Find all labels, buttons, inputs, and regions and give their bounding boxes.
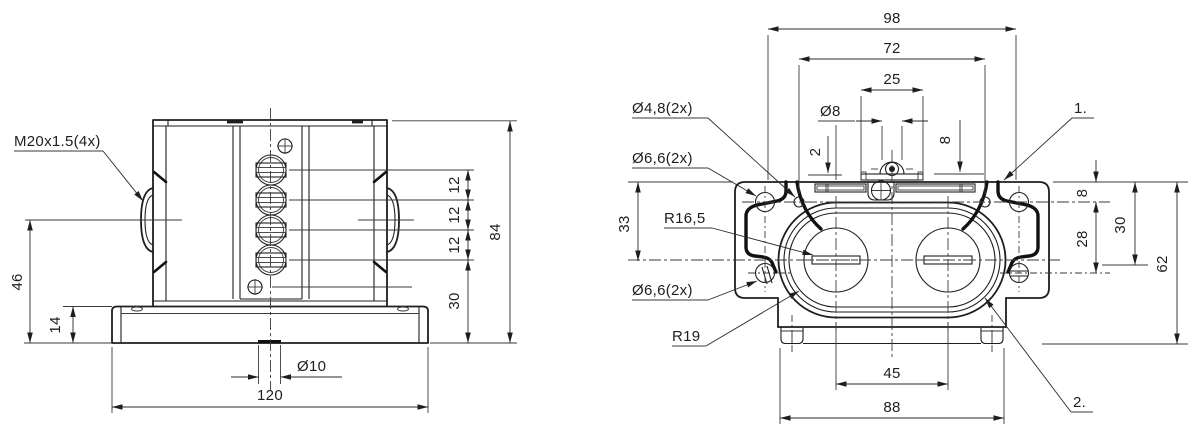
terminal-2 <box>255 184 287 216</box>
front-view-dimensions: M20x1.5(4x) 46 14 12 12 12 30 84 Ø10 120 <box>9 120 517 413</box>
dim-12-label-1: 12 <box>446 176 463 193</box>
dim-25-label: 25 <box>883 71 900 88</box>
dim-30-label: 30 <box>446 292 463 309</box>
foot-right <box>980 327 1004 345</box>
front-view: M20x1.5(4x) 46 14 12 12 12 30 84 Ø10 120 <box>9 108 517 413</box>
callout-2: 2. <box>1073 394 1086 411</box>
label-hole-66-top: Ø6,6(2x) <box>632 150 693 167</box>
terminal-3 <box>255 214 287 246</box>
dim-72-label: 72 <box>883 40 900 57</box>
dim-8-right-label: 8 <box>1074 189 1091 198</box>
foot-left <box>780 327 804 345</box>
label-hole-48: Ø4,8(2x) <box>632 100 693 117</box>
dim-12-label-3: 12 <box>446 236 463 253</box>
lid-parting-mark <box>227 120 243 124</box>
dim-14-label: 14 <box>47 316 64 333</box>
terminal-1 <box>255 154 287 186</box>
vent-slot-left <box>814 183 867 193</box>
dim-46-label: 46 <box>9 273 26 290</box>
dim-45-label: 45 <box>883 365 900 382</box>
thread-label: M20x1.5(4x) <box>14 133 101 150</box>
dim-8-top-label: 8 <box>937 136 954 145</box>
dim-120-label: 120 <box>257 387 283 404</box>
front-body-outline <box>152 119 388 307</box>
dim-62-label: 62 <box>1154 255 1171 272</box>
top-view-dimensions: 98 72 25 Ø8 2 8 33 8 28 30 62 45 88 Ø4,8… <box>616 10 1188 424</box>
front-view-geometry <box>111 108 429 390</box>
dim-28-label: 28 <box>1074 230 1091 247</box>
callout-1: 1. <box>1074 100 1087 117</box>
top-view: 98 72 25 Ø8 2 8 33 8 28 30 62 45 88 Ø4,8… <box>616 10 1188 424</box>
vent-slot-right <box>895 183 976 193</box>
label-r19: R19 <box>672 328 700 345</box>
lid-screw-top <box>277 138 293 154</box>
label-hole-66-bottom: Ø6,6(2x) <box>632 282 693 299</box>
top-view-geometry <box>628 150 1110 358</box>
dim-30-right-label: 30 <box>1112 216 1129 233</box>
label-r165: R16,5 <box>664 210 706 227</box>
dim-d10-label: Ø10 <box>297 358 326 375</box>
lid-parting-mark <box>352 120 363 124</box>
dim-2-label: 2 <box>807 148 824 157</box>
dim-88-label: 88 <box>883 399 900 416</box>
dim-d8-label: Ø8 <box>820 103 841 120</box>
terminal-4 <box>255 244 287 276</box>
cover-screw <box>870 180 892 201</box>
lid-screw-bottom <box>247 279 263 295</box>
dim-84-label: 84 <box>487 223 504 240</box>
base-plate <box>111 305 429 344</box>
dim-12-label-2: 12 <box>446 206 463 223</box>
dim-33-label: 33 <box>616 215 633 232</box>
dim-98-label: 98 <box>883 10 900 27</box>
